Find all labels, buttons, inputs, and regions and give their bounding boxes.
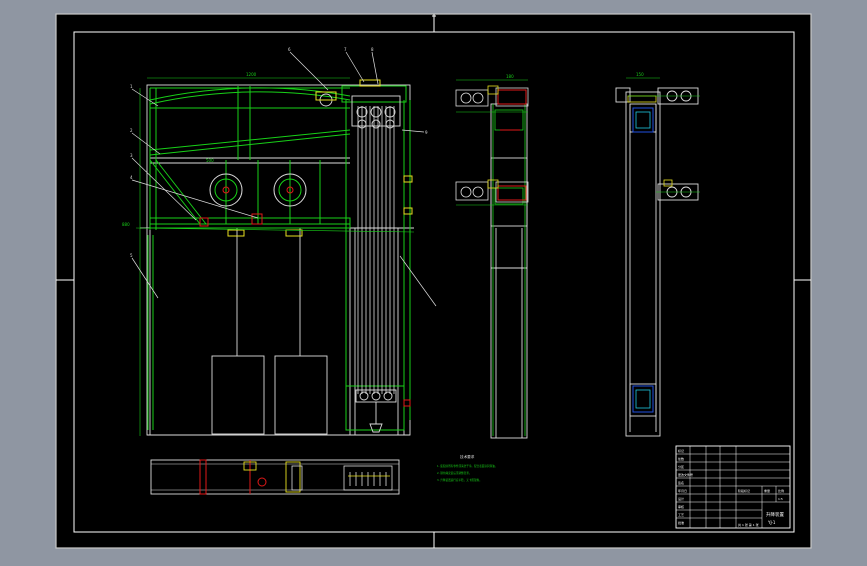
callout-1: 1 [130, 84, 133, 89]
svg-text:500: 500 [206, 158, 214, 163]
side-view: 180 [455, 74, 529, 439]
svg-text:880: 880 [122, 222, 130, 227]
callout-2: 2 [130, 128, 133, 133]
tb-label-signature: 签名 [678, 480, 684, 485]
front-view: 1200 880 500 1 2 3 4 [122, 47, 437, 436]
tb-role-process: 工艺 [678, 512, 684, 517]
tech-req-line-2: 2. 钢丝绳安装后须调整张紧。 [437, 471, 471, 475]
tb-attr-stage: 阶段标记 [738, 488, 750, 493]
tb-label-change-doc: 更改文件号 [678, 472, 693, 477]
tb-role-design: 设计 [678, 496, 684, 501]
tech-req-line-3: 3. 升降装置运行应平稳，无卡阻现象。 [437, 478, 482, 482]
tb-attr-scale: 比例 [778, 488, 784, 493]
top-view [150, 459, 400, 495]
tb-label-zone: 分区 [678, 464, 684, 469]
drawing-paper [55, 13, 812, 549]
tb-drawing-number: YJ-1 [767, 520, 776, 525]
tb-drawing-name: 升降装置 [766, 511, 784, 518]
tb-role-review: 审核 [678, 504, 684, 509]
right-side-view: 150 [615, 72, 700, 437]
tb-scale-value: 1:5 [778, 497, 783, 501]
technical-requirements: 技术要求 1. 装配前所有零件须清洗干净，配合表面涂润滑油。 2. 钢丝绳安装后… [437, 454, 497, 482]
tb-attr-weight: 重量 [764, 488, 770, 493]
callout-6: 6 [288, 47, 291, 52]
tb-label-date: 年月日 [678, 488, 687, 493]
centering-marks [56, 14, 811, 548]
tech-req-line-1: 1. 装配前所有零件须清洗干净，配合表面涂润滑油。 [437, 464, 497, 468]
callout-8: 8 [371, 47, 374, 52]
tech-req-heading: 技术要求 [460, 454, 475, 459]
callout-7: 7 [344, 47, 347, 52]
callout-5: 5 [130, 253, 133, 258]
svg-text:1200: 1200 [246, 72, 257, 77]
callout-9: 9 [425, 130, 428, 135]
svg-text:150: 150 [636, 72, 644, 77]
tb-sheet: 共 1 张 第 1 张 [738, 522, 759, 527]
callout-4: 4 [130, 175, 133, 180]
svg-text:180: 180 [506, 74, 514, 79]
title-block: 标记 处数 分区 更改文件号 签名 年月日 设计 审核 工艺 批准 阶段标记 重… [675, 445, 791, 529]
tb-label-count: 处数 [678, 456, 684, 461]
tb-role-approve: 批准 [678, 520, 684, 525]
tb-label-mark: 标记 [678, 448, 684, 453]
callout-3: 3 [130, 153, 133, 158]
